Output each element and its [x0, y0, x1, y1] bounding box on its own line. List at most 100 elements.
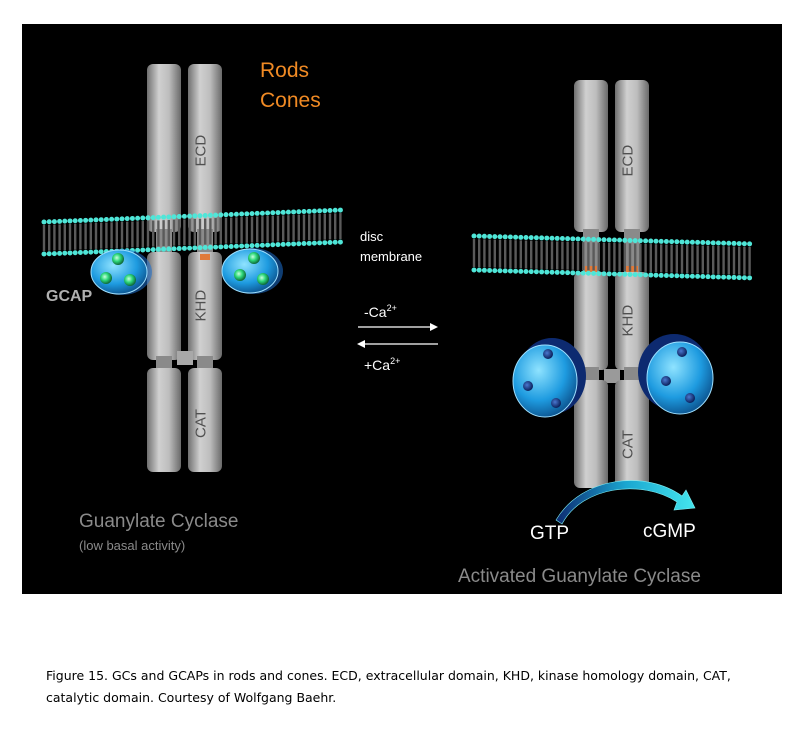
- khd-label-right: KHD: [619, 304, 637, 337]
- lipid-head: [285, 241, 291, 247]
- ecd-label-right: ECD: [619, 144, 637, 177]
- lipid-head: [51, 219, 57, 225]
- lipid-head: [747, 275, 753, 281]
- lipid-head: [327, 207, 333, 213]
- gc-subtitle: (low basal activity): [79, 538, 186, 553]
- lipid-head: [145, 247, 151, 253]
- lipid-head: [62, 218, 68, 224]
- membrane-label: membrane: [360, 249, 423, 264]
- lipid-head: [596, 271, 602, 277]
- lipid-head: [103, 216, 109, 222]
- lipid-head: [233, 243, 239, 249]
- linker-left: [177, 351, 193, 365]
- lipid-head: [679, 239, 685, 245]
- lipid-head: [648, 238, 654, 244]
- gcap-ca-dot: [234, 269, 246, 281]
- hinge-right-a: [583, 367, 599, 383]
- cat-domain-left-b: [188, 368, 222, 472]
- figure-caption: Figure 15. GCs and GCAPs in rods and con…: [46, 668, 731, 705]
- lipid-head: [492, 234, 498, 240]
- lipid-head: [244, 243, 250, 249]
- lipid-head: [528, 235, 534, 241]
- gcap-right-b: [638, 334, 714, 415]
- lipid-head: [684, 273, 690, 279]
- disc-membrane-right: [471, 233, 753, 281]
- lipid-head: [161, 246, 167, 252]
- lipid-head: [513, 234, 519, 240]
- gcap-empty-site: [685, 393, 695, 403]
- lipid-head: [580, 236, 586, 242]
- lipid-head: [648, 272, 654, 278]
- lipid-head: [46, 251, 52, 257]
- lipid-head: [622, 271, 628, 277]
- lipid-head: [176, 246, 182, 252]
- lipid-head: [181, 213, 187, 219]
- lipid-head: [549, 269, 555, 275]
- gcap-left-b: [221, 248, 283, 294]
- ecd-domain-right-a: [574, 80, 608, 232]
- lipid-head: [731, 274, 737, 280]
- lipid-head: [570, 270, 576, 276]
- cat-label-left: CAT: [192, 409, 210, 438]
- lipid-head: [554, 269, 560, 275]
- lipid-head: [192, 245, 198, 251]
- ecd-domain-left-b: [188, 64, 222, 232]
- lipid-head: [565, 270, 571, 276]
- lipid-head: [507, 234, 513, 240]
- lipid-head: [322, 240, 328, 246]
- lipid-head: [481, 267, 487, 273]
- lipid-head: [502, 268, 508, 274]
- lipid-head: [601, 237, 607, 243]
- lipid-head: [700, 274, 706, 280]
- lipid-head: [327, 239, 333, 245]
- lipid-head: [559, 270, 565, 276]
- lipid-head: [627, 271, 633, 277]
- lipid-head: [275, 242, 281, 248]
- lipid-head: [471, 267, 477, 273]
- lipid-head: [476, 267, 482, 273]
- lipid-head: [700, 240, 706, 246]
- lipid-head: [57, 250, 63, 256]
- gtp-cgmp-arrow: [555, 480, 696, 525]
- lipid-head: [497, 268, 503, 274]
- lipid-head: [575, 236, 581, 242]
- lipid-head: [497, 234, 503, 240]
- lipid-head: [187, 213, 193, 219]
- lipid-head: [280, 209, 286, 215]
- reverse-arrow-head: [357, 340, 365, 348]
- lipid-head: [689, 239, 695, 245]
- lipid-head: [202, 213, 208, 219]
- gcap-ca-dot: [112, 253, 124, 265]
- lipid-head: [507, 268, 513, 274]
- lipid-head: [591, 236, 597, 242]
- lipid-head: [332, 239, 338, 245]
- lipid-head: [135, 215, 141, 221]
- plus-ca-label: +Ca2+: [364, 356, 401, 373]
- lipid-head: [223, 244, 229, 250]
- lipid-head: [57, 218, 63, 224]
- lipid-head: [197, 245, 203, 251]
- lipid-head: [218, 212, 224, 218]
- lipid-head: [591, 270, 597, 276]
- gcap-ca-dot: [124, 274, 136, 286]
- cat-label-right: CAT: [619, 430, 637, 459]
- lipid-head: [155, 246, 161, 252]
- lipid-head: [513, 268, 519, 274]
- lipid-head: [83, 249, 89, 255]
- lipid-head: [228, 243, 234, 249]
- lipid-head: [155, 214, 161, 220]
- cgmp-label: cGMP: [643, 521, 696, 542]
- lipid-head: [317, 240, 323, 246]
- lipid-head: [161, 214, 167, 220]
- lipid-head: [244, 211, 250, 217]
- cones-label: Cones: [260, 89, 321, 112]
- lipid-head: [622, 237, 628, 243]
- lipid-head: [663, 238, 669, 244]
- lipid-head: [41, 251, 47, 257]
- lipid-head: [67, 250, 73, 256]
- lipid-head: [674, 239, 680, 245]
- gcap-empty-site: [523, 381, 533, 391]
- lipid-head: [249, 243, 255, 249]
- lipid-head: [721, 274, 727, 280]
- lipid-head: [575, 270, 581, 276]
